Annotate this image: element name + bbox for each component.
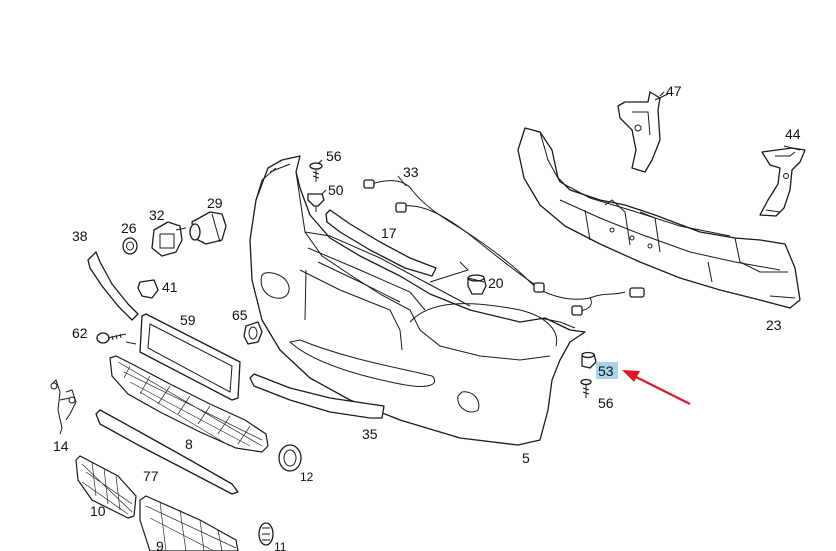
part-8-grille xyxy=(109,355,269,453)
callout-53: 53 xyxy=(598,363,614,379)
part-23-bumper-reinforcement xyxy=(517,127,801,309)
callout-23: 23 xyxy=(766,317,782,333)
part-17-trim-strip xyxy=(325,209,437,277)
part-20-nut xyxy=(467,274,487,295)
callout-12: 12 xyxy=(300,470,314,484)
part-35-lower-trim xyxy=(249,373,385,419)
callout-38: 38 xyxy=(72,228,88,244)
callout-50: 50 xyxy=(328,182,344,198)
callout-53-highlight xyxy=(596,362,618,379)
callout-10: 10 xyxy=(90,503,106,519)
part-41-cap xyxy=(137,279,159,299)
part-11-clip xyxy=(258,522,274,546)
callout-8: 8 xyxy=(185,436,193,452)
part-56-screw-upper xyxy=(309,162,323,182)
part-56-screw-lower xyxy=(580,378,592,398)
part-10-mesh-insert xyxy=(75,455,137,519)
callout-59: 59 xyxy=(180,312,196,328)
callout-14: 14 xyxy=(53,438,69,454)
callout-11: 11 xyxy=(274,540,287,551)
callout-62: 62 xyxy=(72,325,88,341)
part-50-clip xyxy=(307,193,325,212)
callout-33: 33 xyxy=(403,164,419,180)
part-62-screw xyxy=(96,332,127,344)
part-38-side-strip xyxy=(87,251,139,321)
callout-9: 9 xyxy=(156,538,164,551)
callout-77: 77 xyxy=(143,468,159,484)
part-44-bracket xyxy=(759,147,806,217)
part-65-grommet xyxy=(243,321,263,345)
part-26-ring xyxy=(122,237,138,255)
callout-32: 32 xyxy=(149,207,165,223)
part-12-cover-cap xyxy=(278,444,302,472)
callout-44: 44 xyxy=(785,126,801,142)
part-9-mesh-insert xyxy=(139,495,239,551)
part-77-strip xyxy=(95,409,239,495)
callout-29: 29 xyxy=(207,195,223,211)
part-59-license-plate-bracket xyxy=(139,313,241,401)
red-pointer-arrow xyxy=(622,370,691,405)
part-53-nut xyxy=(581,351,597,369)
callout-labels: 47 44 23 56 50 33 17 20 29 32 26 38 41 5… xyxy=(53,83,801,551)
callout-56-upper: 56 xyxy=(326,148,342,164)
leader-lines xyxy=(125,91,801,345)
part-32-sensor-holder xyxy=(151,221,187,257)
part-29-sensor xyxy=(189,211,227,245)
callout-47: 47 xyxy=(666,83,682,99)
callout-41: 41 xyxy=(162,279,178,295)
part-47-bracket xyxy=(617,91,669,173)
callout-17: 17 xyxy=(381,225,397,241)
part-5-bumper-cover xyxy=(249,155,586,446)
callout-5: 5 xyxy=(522,450,530,466)
callout-35: 35 xyxy=(362,426,378,442)
callout-65: 65 xyxy=(232,307,248,323)
part-14-tow-hook xyxy=(50,379,77,435)
callout-20: 20 xyxy=(488,275,504,291)
callout-56-lower: 56 xyxy=(598,395,614,411)
part-33-wiring-harness xyxy=(363,179,645,316)
callout-26: 26 xyxy=(121,220,137,236)
